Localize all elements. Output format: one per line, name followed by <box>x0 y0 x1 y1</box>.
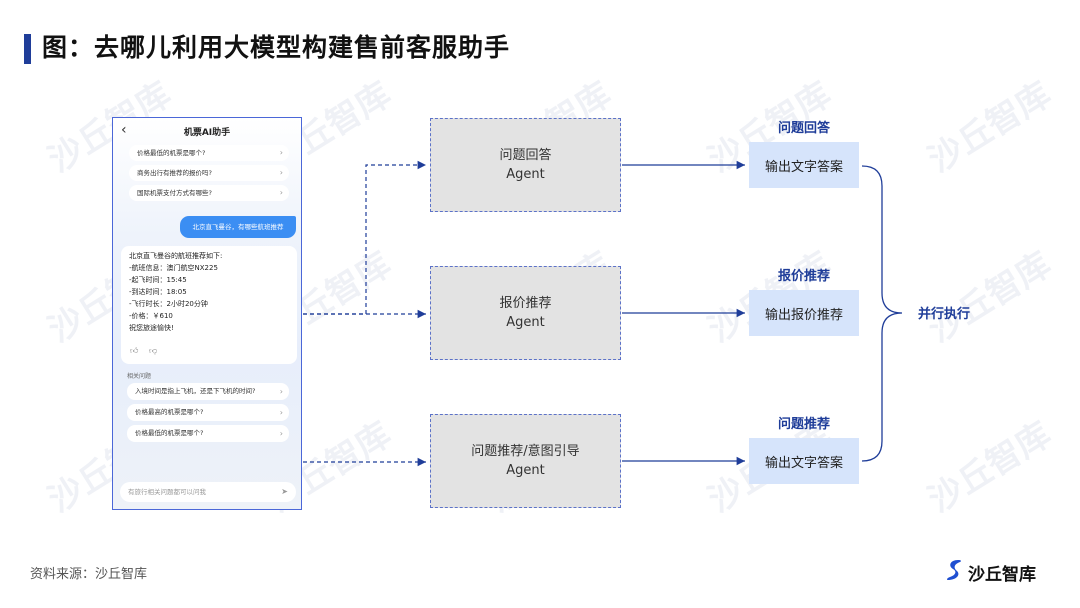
related-question-label: 入境时间是指上飞机，还是下飞机的时间? <box>135 387 256 395</box>
parallel-brace <box>861 165 903 462</box>
suggested-question-label: 国际机票支付方式有哪些? <box>137 189 212 197</box>
agent-sub: Agent <box>506 315 545 330</box>
phone-header: ‹ 机票AI助手 <box>113 118 301 144</box>
logo-text: 沙丘智库 <box>968 565 1036 585</box>
chevron-right-icon: › <box>279 429 283 438</box>
thumbs-up-icon[interactable]: 👍︎ <box>130 346 139 355</box>
output-label: 问题回答 <box>777 121 830 136</box>
output-box: 输出文字答案 <box>749 438 859 484</box>
send-icon[interactable]: ➤ <box>281 487 288 496</box>
source-note: 资料来源：沙丘智库 <box>30 567 148 582</box>
chat-input[interactable]: 有旅行相关问题都可以问我 ➤ <box>120 482 296 502</box>
phone-mockup: ‹ 机票AI助手 价格最低的机票是哪个? › 商务出行有推荐的报价吗? › 国际… <box>112 117 302 510</box>
agent-box-answer: 问题回答 Agent <box>430 118 621 212</box>
chevron-right-icon: › <box>279 387 283 396</box>
chevron-right-icon: › <box>279 168 283 177</box>
agent-name: 问题回答 <box>499 148 552 163</box>
chevron-right-icon: › <box>279 148 283 157</box>
suggested-question-label: 商务出行有推荐的报价吗? <box>137 169 212 177</box>
suggested-question[interactable]: 商务出行有推荐的报价吗? › <box>129 165 289 181</box>
answer-line: -飞行时长：2小时20分钟 <box>129 300 208 308</box>
related-question[interactable]: 价格最低的机票是哪个? › <box>127 425 289 442</box>
related-questions-title: 相关问题 <box>127 373 152 380</box>
page-title: 图：去哪儿利用大模型构建售前客服助手 <box>42 33 511 62</box>
related-question-label: 价格最低的机票是哪个? <box>135 429 204 437</box>
answer-line: 祝您旅途愉快! <box>129 324 174 332</box>
agent-name: 报价推荐 <box>499 296 552 311</box>
agent-sub: Agent <box>506 463 545 478</box>
chat-input-placeholder: 有旅行相关问题都可以问我 <box>128 488 206 496</box>
related-question[interactable]: 入境时间是指上飞机，还是下飞机的时间? › <box>127 383 289 400</box>
output-box: 输出文字答案 <box>749 142 859 188</box>
user-message-bubble: 北京直飞曼谷，有哪些航班推荐 <box>180 216 296 238</box>
agent-sub: Agent <box>506 167 545 182</box>
answer-line: -起飞时间：15:45 <box>129 276 187 284</box>
related-question[interactable]: 价格最高的机票是哪个? › <box>127 404 289 421</box>
chevron-right-icon: › <box>279 188 283 197</box>
dashed-connector-to-answer-agent <box>296 160 426 315</box>
output-label: 报价推荐 <box>777 269 830 284</box>
answer-line: -航班信息：澳门航空NX225 <box>129 264 218 272</box>
output-box: 输出报价推荐 <box>749 290 859 336</box>
thumbs-down-icon[interactable]: 👎︎ <box>149 346 158 355</box>
parallel-label: 并行执行 <box>918 307 971 322</box>
suggested-question[interactable]: 国际机票支付方式有哪些? › <box>129 185 289 201</box>
phone-title: 机票AI助手 <box>183 128 231 138</box>
related-question-label: 价格最高的机票是哪个? <box>135 408 204 416</box>
answer-line: -到达时间：18:05 <box>129 288 187 296</box>
agent-name: 问题推荐/意图引导 <box>471 444 580 459</box>
back-arrow-icon[interactable]: ‹ <box>121 122 127 138</box>
agent-box-quote: 报价推荐 Agent <box>430 266 621 360</box>
answer-line: -价格：￥610 <box>129 312 173 320</box>
suggested-question-label: 价格最低的机票是哪个? <box>137 149 206 157</box>
chevron-right-icon: › <box>279 408 283 417</box>
answer-card: 北京直飞曼谷的航班推荐如下: -航班信息：澳门航空NX225 -起飞时间：15:… <box>121 246 297 364</box>
suggested-question[interactable]: 价格最低的机票是哪个? › <box>129 145 289 161</box>
output-label: 问题推荐 <box>777 417 830 432</box>
answer-line: 北京直飞曼谷的航班推荐如下: <box>129 252 223 260</box>
title-accent-bar <box>24 34 31 64</box>
logo-icon <box>946 560 962 580</box>
agent-box-guide: 问题推荐/意图引导 Agent <box>430 414 621 508</box>
